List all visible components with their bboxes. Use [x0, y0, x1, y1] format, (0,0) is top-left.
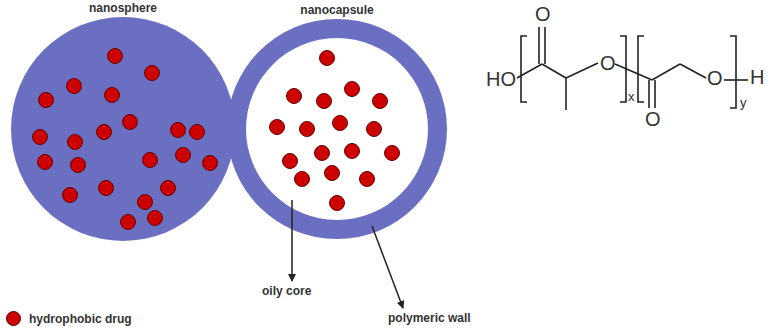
particle-outline — [226, 18, 448, 240]
part-label: polymeric wall — [388, 312, 471, 325]
atom-label: H — [750, 66, 764, 88]
drug-dot — [325, 166, 340, 181]
drug-dot — [300, 122, 315, 137]
drug-dot — [333, 116, 348, 131]
drug-dot — [123, 115, 138, 130]
drug-dot — [33, 130, 48, 145]
nanosphere: nanosphere — [10, 16, 236, 242]
drug-dot — [39, 93, 54, 108]
particle-outline — [10, 16, 236, 242]
drug-dot — [190, 125, 205, 140]
drug-dot — [345, 144, 360, 159]
drug-dot — [330, 196, 345, 211]
drug-dot — [121, 215, 136, 230]
drug-dot — [283, 154, 298, 169]
drug-dot — [138, 195, 153, 210]
drug-dot — [270, 120, 285, 135]
leader-line — [372, 226, 403, 308]
nanocapsule: nanocapsule — [226, 18, 448, 240]
oily-core — [246, 38, 428, 220]
drug-dot — [161, 181, 176, 196]
legend-swatch — [6, 311, 21, 326]
drug-dot — [97, 125, 112, 140]
drug-dot — [63, 188, 78, 203]
drug-dot — [295, 172, 310, 187]
subscript: y — [740, 96, 747, 110]
drug-dot — [145, 66, 160, 81]
atom-label: HO — [486, 68, 516, 90]
drug-dot — [287, 89, 302, 104]
legend-row: hydrophobic drug — [6, 311, 132, 326]
drug-dot — [176, 148, 191, 163]
legend-text: hydrophobic drug — [29, 312, 132, 326]
particle-body — [227, 19, 447, 239]
drug-dot — [203, 156, 218, 171]
drug-dot — [71, 158, 86, 173]
drug-dot — [108, 49, 123, 64]
particle-title: nanosphere — [89, 1, 157, 15]
drug-dot — [373, 94, 388, 109]
particle-body — [11, 17, 235, 241]
drug-dot — [143, 153, 158, 168]
drug-dot — [105, 88, 120, 103]
drug-dot — [320, 51, 335, 66]
drug-dot — [315, 146, 330, 161]
drug-dot — [317, 94, 332, 109]
drug-dot — [38, 155, 53, 170]
atom-label: O — [707, 67, 723, 89]
part-label: oily core — [262, 285, 311, 298]
drug-dot — [360, 172, 375, 187]
drug-dot — [67, 79, 82, 94]
particle-title: nanocapsule — [300, 3, 373, 17]
drug-dot — [367, 122, 382, 137]
drug-dot — [171, 123, 186, 138]
subscript: x — [628, 90, 635, 104]
drug-dot — [345, 82, 360, 97]
drug-dot — [148, 211, 163, 226]
atom-label: O — [645, 108, 661, 130]
drug-dot — [385, 146, 400, 161]
atom-label: O — [600, 52, 616, 74]
drug-dot — [99, 181, 114, 196]
atom-label: O — [535, 3, 551, 25]
drug-dot — [68, 135, 83, 150]
